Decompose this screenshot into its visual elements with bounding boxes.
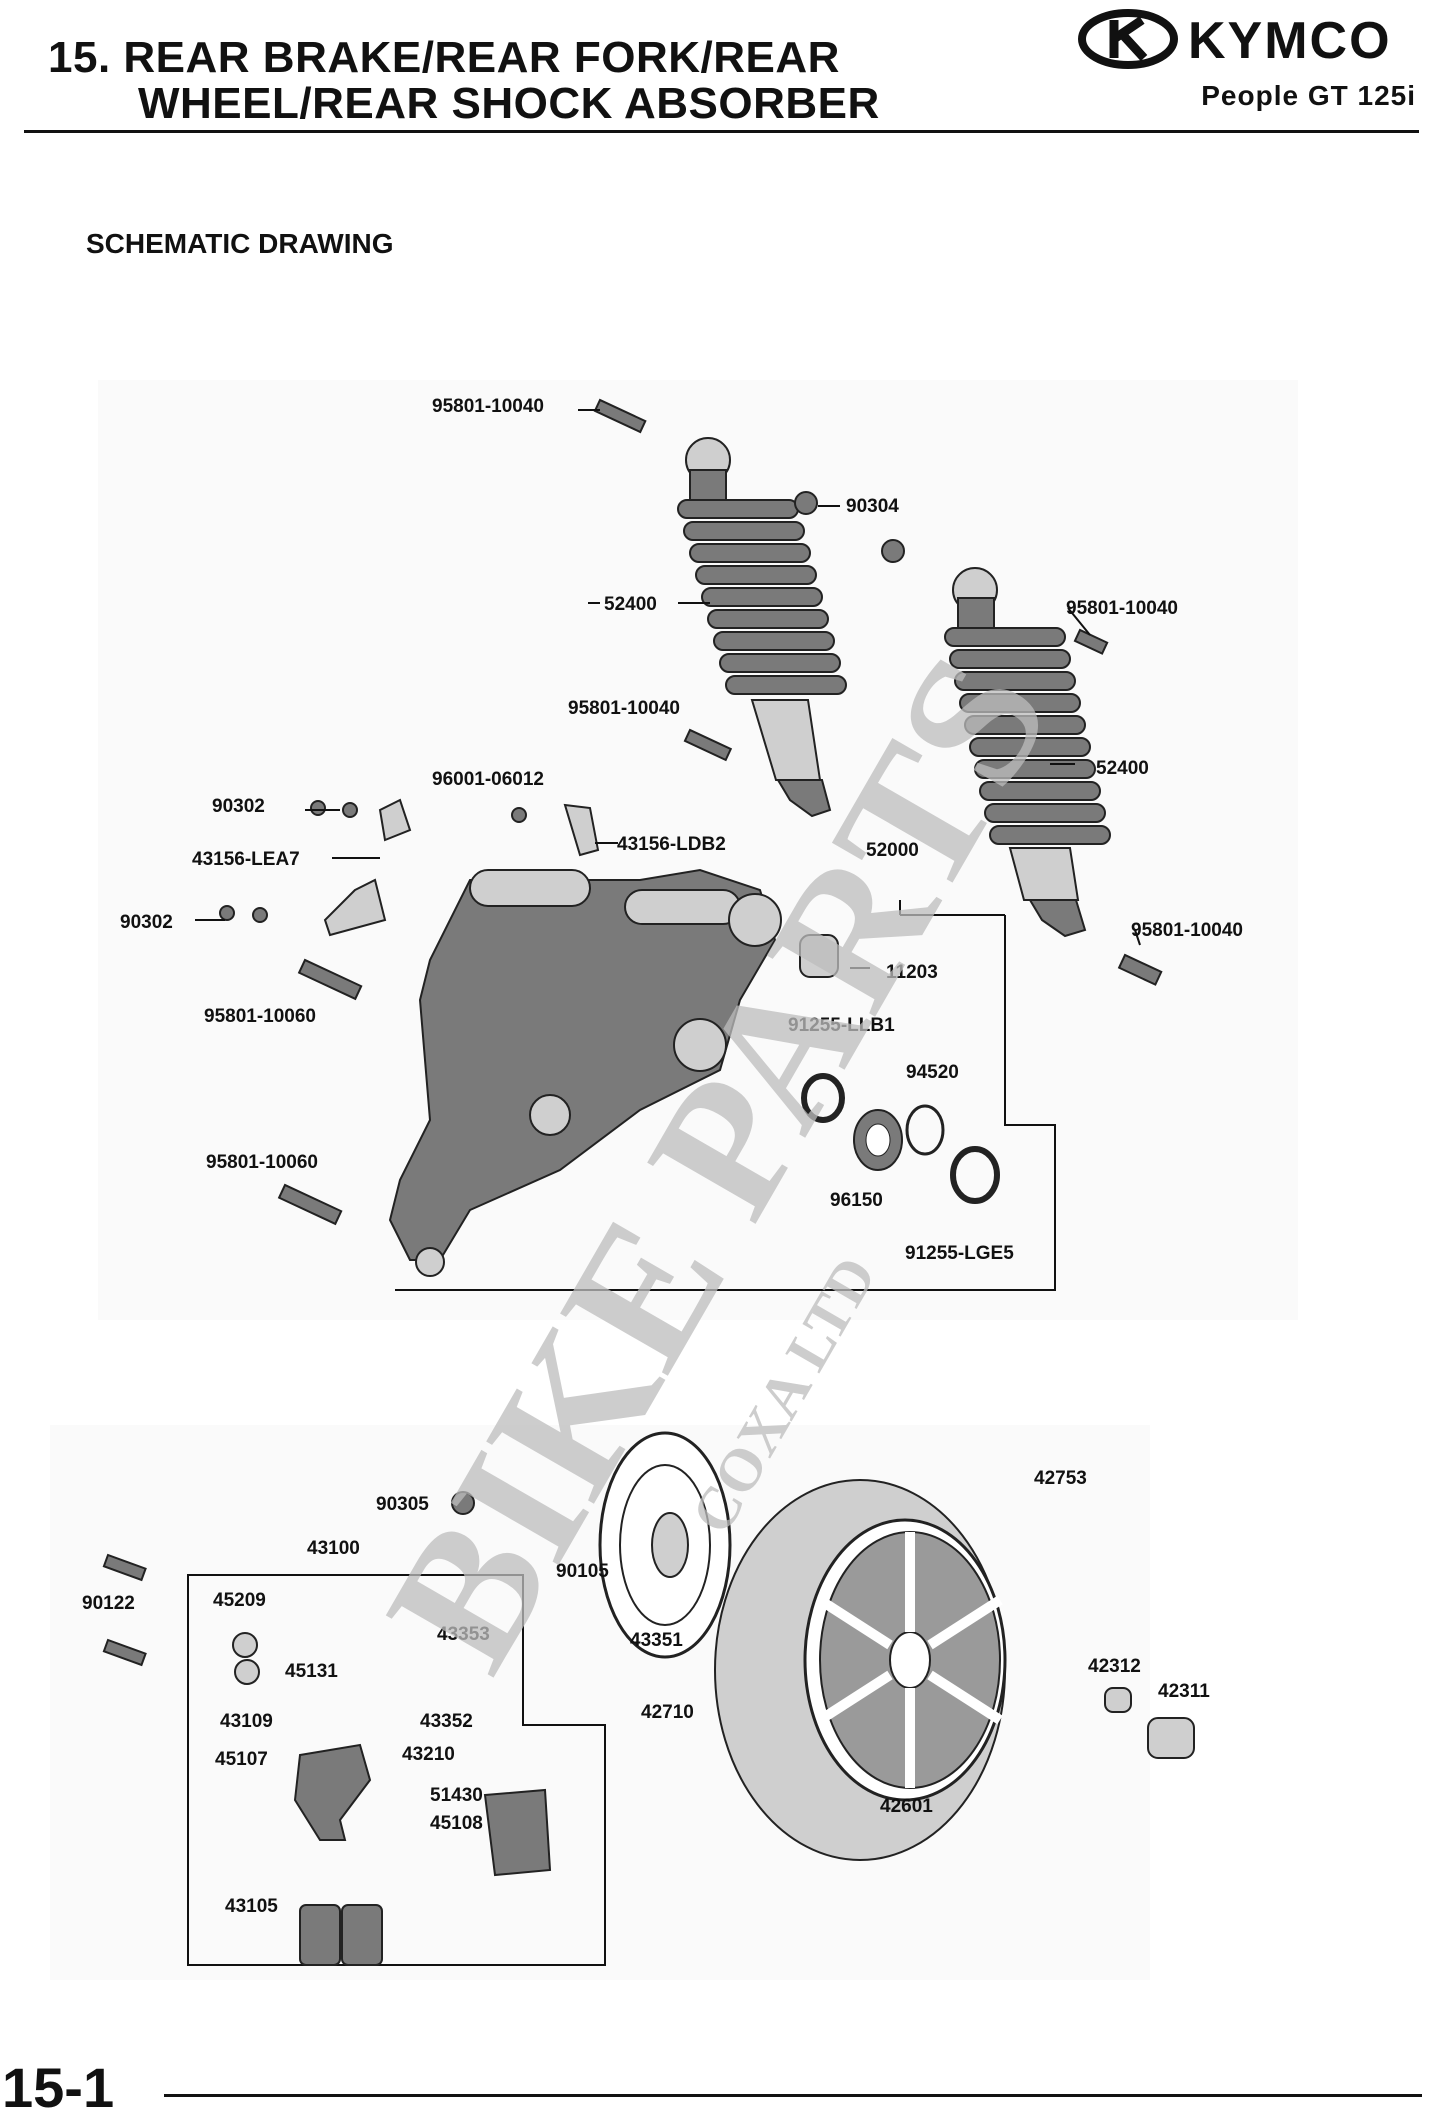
circlip-94520 [905,1104,945,1156]
rear-fork-swingarm [388,868,782,1277]
part-number-label: 90302 [120,912,173,933]
part-number-label: 90302 [212,796,265,817]
part-number-label: 95801-10040 [1066,598,1178,619]
nut-90305 [451,1491,475,1515]
part-number-label: 90305 [376,1494,429,1515]
brake-pad [299,1904,341,1966]
rear-wheel-tire [714,1479,1007,1861]
part-number-label: 91255-LGE5 [905,1243,1014,1264]
bracket-43156-ldb2 [563,803,600,857]
part-number-label: 42710 [641,1702,694,1723]
part-number-label: 90304 [846,496,899,517]
page-title-line-2: WHEEL/REAR SHOCK ABSORBER [138,79,880,128]
part-number-label: 91255-LLB1 [788,1015,895,1036]
part-number-label: 43100 [307,1538,360,1559]
part-number-label: 90122 [82,1593,135,1614]
bolt-icon [277,398,1163,1226]
part-number-label: 43351 [630,1630,683,1651]
part-number-label: 45107 [215,1749,268,1770]
page-number: 15-1 [2,2056,115,2119]
part-number-label: 42312 [1088,1656,1141,1677]
model-name: People GT 125i [1201,80,1416,111]
page-title-line-1: 15. REAR BRAKE/REAR FORK/REAR [48,33,840,82]
part-number-label: 45108 [430,1813,483,1834]
bushing-42312 [1104,1687,1132,1713]
part-number-label: 95801-10040 [1131,920,1243,941]
part-number-label: 96001-06012 [432,769,544,790]
part-number-label: 43210 [402,1744,455,1765]
part-number-label: 43353 [437,1624,490,1645]
part-number-label: 42311 [1158,1681,1210,1702]
header-divider [24,130,1419,133]
shock-absorber-left [677,437,847,818]
part-number-label: 95801-10040 [568,698,680,719]
part-number-labels: 95801-10040 90304 52400 95801-10040 95801-10… [82,396,1243,1917]
part-number-label: 52000 [866,840,919,861]
part-number-label: 52400 [604,594,657,615]
part-number-label: 43156-LEA7 [192,849,300,870]
brand-name: KYMCO [1188,12,1392,70]
part-number-label: 52400 [1096,758,1149,779]
part-number-label: 43109 [220,1711,273,1732]
brake-pad [341,1904,383,1966]
part-number-label: 51430 [430,1785,483,1806]
oil-seal-91255-lge5 [950,1146,1000,1204]
caliper-assembly-box [187,1574,606,1966]
part-number-label: 96150 [830,1190,883,1211]
shock-absorber-right [944,567,1111,938]
brake-disc [598,1431,732,1659]
part-number-label: 95801-10060 [206,1152,318,1173]
oil-seal-91255-llb1 [801,1073,845,1123]
part-number-label: 90105 [556,1561,609,1582]
brand-logo: KYMCO [1076,6,1421,81]
part-number-label: 95801-10040 [432,396,544,417]
collar-42311 [1147,1717,1195,1759]
section-title: SCHEMATIC DRAWING [86,228,394,259]
bracket-43156-lea7-lower [323,878,387,937]
part-number-label: 94520 [906,1062,959,1083]
part-number-label: 43156-LDB2 [617,834,726,855]
part-number-label: 43352 [420,1711,473,1732]
part-number-label: 42753 [1034,1468,1087,1489]
part-number-label: 42601 [880,1796,933,1817]
part-number-label: 45209 [213,1590,266,1611]
nut-icon [219,491,905,923]
brake-caliper [293,1743,552,1966]
bushing-11203 [799,934,839,978]
part-number-label: 45131 [285,1661,338,1682]
part-number-label: 43105 [225,1896,278,1917]
part-number-label: 11203 [886,962,938,983]
part-number-label: 95801-10060 [204,1006,316,1027]
footer-divider [164,2094,1422,2097]
bracket-43156-lea7 [378,798,412,842]
